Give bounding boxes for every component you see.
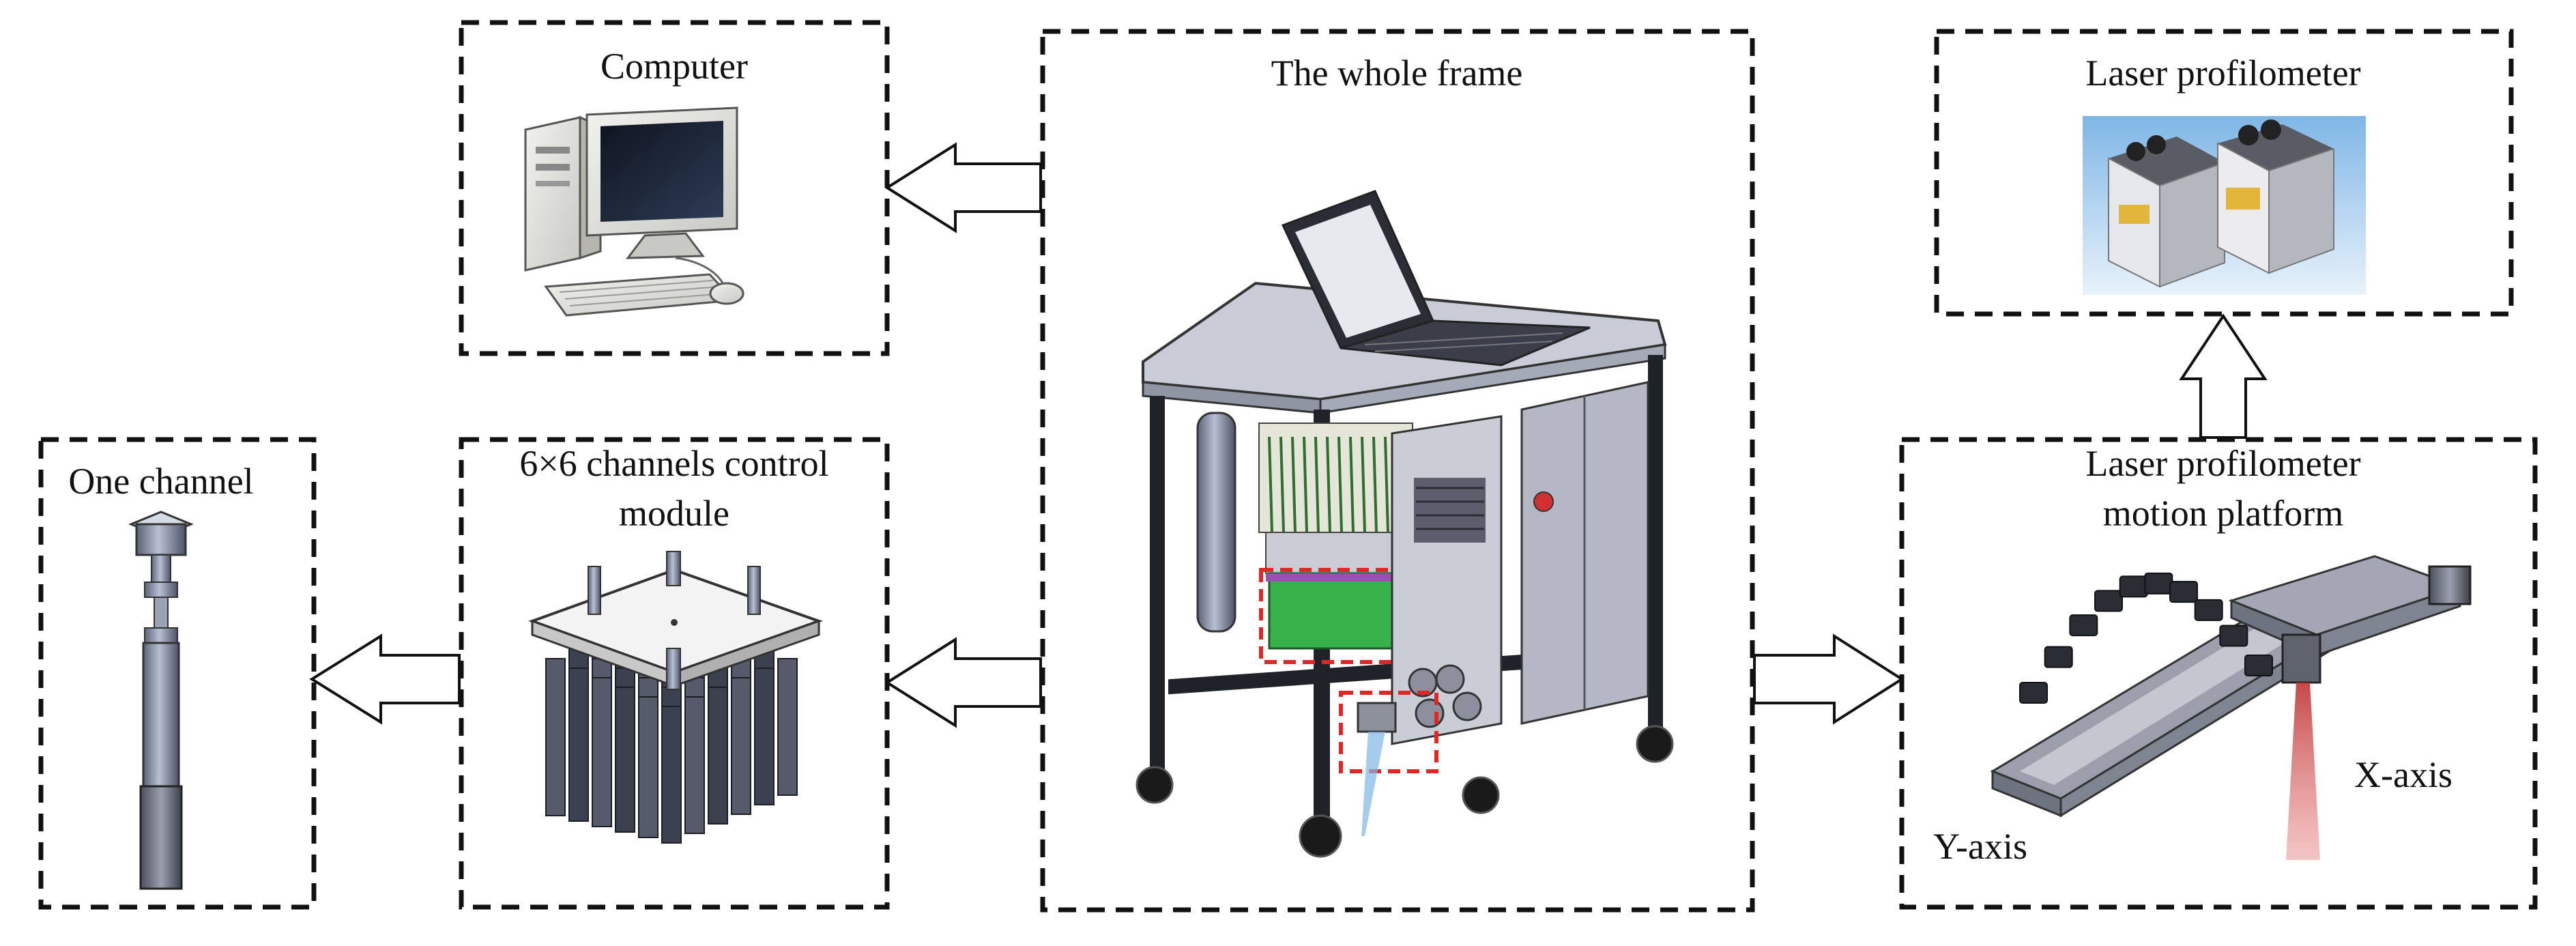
cable-chain-link — [2169, 581, 2198, 603]
module-cylinder — [638, 696, 659, 838]
module-cylinder — [545, 658, 566, 816]
rack-rod — [1268, 436, 1273, 533]
one-channel-title: One channel — [68, 461, 253, 502]
cable-chain-link — [2069, 614, 2098, 637]
rack-rod — [1337, 436, 1343, 533]
laser-profilometer-photo — [2083, 116, 2366, 295]
rack-rod — [1349, 436, 1355, 533]
module-cylinder — [754, 668, 775, 805]
cable-chain-link — [2044, 646, 2073, 668]
rack-rod — [1303, 436, 1308, 533]
whole-frame-title: The whole frame — [1271, 53, 1523, 94]
cable-chain-link — [2144, 572, 2173, 594]
one-channel-illustration — [128, 511, 194, 890]
rack-rod — [1361, 436, 1366, 533]
arrow-frame-to-computer — [884, 142, 1042, 233]
laser-profilometer-title: Laser profilometer — [2085, 53, 2360, 94]
cable-chain-link — [2019, 682, 2048, 704]
cable-chain-link — [2219, 625, 2248, 647]
control-module-illustration — [528, 551, 823, 844]
motion-platform-title-line1: Laser profilometer — [2085, 443, 2360, 484]
module-cylinder — [731, 677, 751, 815]
computer-illustration — [524, 106, 744, 317]
control-module-box — [459, 437, 890, 910]
arrow-frame-to-control-module — [884, 637, 1042, 728]
rack-rod — [1326, 436, 1331, 533]
cable-chain-link — [2094, 590, 2123, 612]
cable-chain-link — [2119, 575, 2148, 598]
arrow-frame-to-motion-platform — [1753, 633, 1905, 725]
module-cylinder — [708, 687, 728, 825]
computer-box — [459, 20, 890, 356]
arrow-platform-to-profilometer — [2179, 313, 2268, 439]
rack-rod — [1279, 436, 1285, 533]
module-cylinder — [615, 687, 635, 833]
one-channel-box — [38, 437, 317, 910]
control-module-title-line1: 6×6 channels control — [519, 443, 828, 484]
whole-frame-illustration — [1135, 190, 1674, 858]
rack-rod — [1314, 436, 1320, 533]
x-axis-label: X-axis — [2354, 754, 2452, 795]
rack-rod — [1372, 436, 1378, 533]
laser-profilometer-box — [1934, 29, 2514, 317]
module-cylinder — [568, 668, 589, 822]
motion-platform-illustration — [1990, 555, 2472, 860]
module-cylinder — [592, 677, 612, 827]
whole-frame-box — [1040, 29, 1755, 913]
module-cylinder — [684, 696, 705, 834]
motion-platform-title-line2: motion platform — [2103, 493, 2343, 534]
control-module-title-line2: module — [619, 493, 729, 534]
computer-title: Computer — [600, 46, 748, 87]
rack-rod — [1384, 436, 1389, 533]
cable-chain-link — [2194, 599, 2223, 621]
y-axis-label: Y-axis — [1933, 826, 2027, 867]
module-cylinder — [777, 658, 798, 796]
module-highlight-box — [1259, 568, 1406, 664]
cable-chain-link — [2244, 655, 2273, 676]
module-cylinder — [661, 706, 682, 844]
rack-rod — [1291, 436, 1297, 533]
arrow-control-module-to-one-channel — [309, 633, 461, 725]
motion-platform-box — [1899, 437, 2538, 910]
